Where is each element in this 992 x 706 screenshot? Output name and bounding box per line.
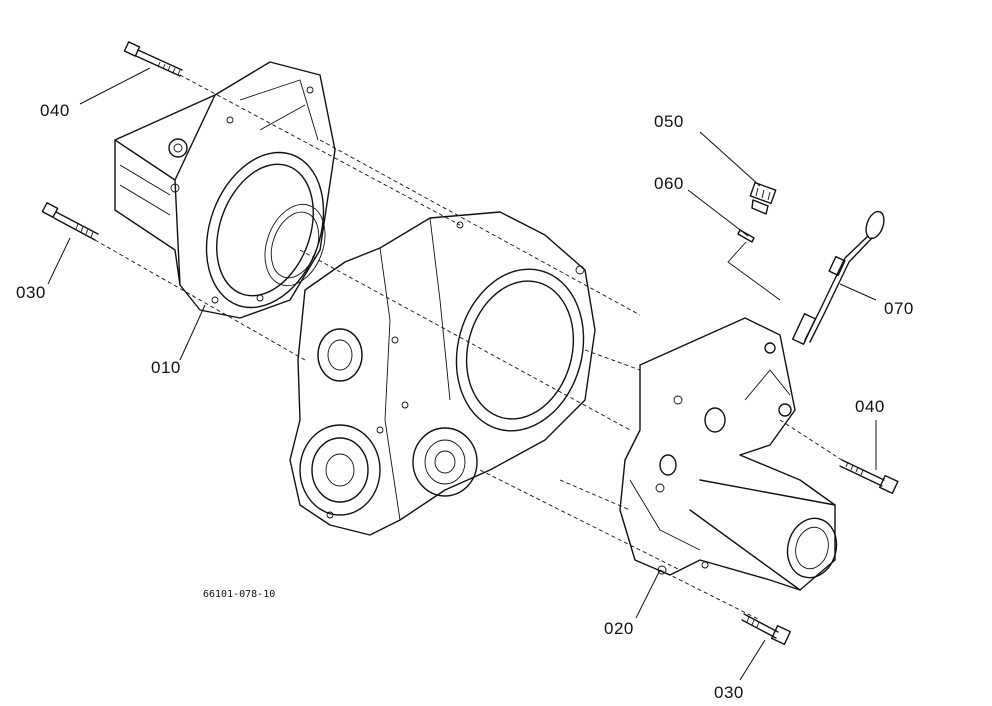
center-transmission-case (289, 211, 596, 536)
gasket-060-icon (727, 229, 781, 301)
callout-060: 060 (654, 174, 684, 193)
callout-030-bottom: 030 (714, 683, 744, 702)
alignment-lines (94, 74, 846, 621)
bolt-030-bottom-icon (741, 613, 792, 646)
callout-040-top-left: 040 (40, 101, 70, 120)
callout-040-right: 040 (855, 397, 885, 416)
callout-050: 050 (654, 112, 684, 131)
plug-050-icon (749, 181, 777, 215)
left-housing-010 (114, 61, 336, 319)
callout-010: 010 (151, 358, 181, 377)
callout-030-left: 030 (16, 283, 46, 302)
drawing-code: 66101-078-10 (203, 589, 276, 600)
leader-lines (47, 67, 877, 681)
callout-020: 020 (604, 619, 634, 638)
dipstick-070-icon (791, 210, 885, 345)
bolt-040-right-icon (839, 459, 899, 495)
bolt-040-top-left-icon (123, 41, 183, 77)
bolt-030-left-icon (41, 202, 99, 241)
callout-070: 070 (884, 299, 914, 318)
right-housing-020 (619, 317, 838, 591)
